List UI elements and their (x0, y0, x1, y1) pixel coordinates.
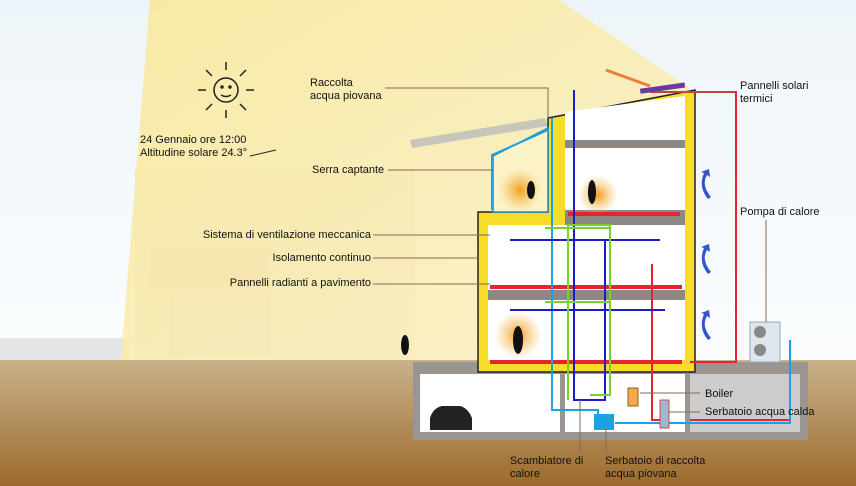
label-rainwater: Raccolta acqua piovana (310, 77, 382, 103)
label-line: Raccolta (310, 77, 353, 89)
label-line: acqua piovana (605, 468, 677, 480)
label-line: calore (510, 468, 540, 480)
label-leaders (373, 87, 767, 452)
date-text: 24 Gennaio ore 12:00 (140, 134, 247, 146)
label-solar-panels: Pannelli solari termici (740, 80, 808, 106)
boiler (627, 387, 639, 407)
label-line: acqua piovana (310, 90, 382, 102)
rain-tank (594, 414, 614, 430)
label-greenhouse: Serra captante (312, 164, 385, 176)
people-silhouettes (401, 180, 596, 355)
label-heat-pump: Pompa di calore (740, 206, 820, 218)
label-ventilation: Sistema di ventilazione meccanica (202, 229, 371, 241)
label-line: termici (740, 93, 773, 105)
label-insulation: Isolamento continuo (272, 252, 371, 264)
car-icon (430, 406, 472, 430)
sun-icon (198, 62, 254, 118)
label-heat-exchanger: Scambiatore di calore (510, 455, 583, 481)
radiant-floor-panels (490, 212, 682, 364)
sun-ray-arrow (605, 68, 651, 88)
label-boiler: Boiler (705, 388, 734, 400)
heat-pump (749, 321, 781, 363)
label-line: Serbatoio di raccolta (605, 455, 706, 467)
altitude-leader (249, 149, 277, 157)
label-radiant-floor: Pannelli radianti a pavimento (229, 277, 371, 289)
label-hot-water-tank: Serbatoio acqua calda (705, 406, 815, 418)
solar-panel (639, 82, 686, 94)
air-flow-arrows (701, 169, 711, 340)
date-caption: 24 Gennaio ore 12:00 Altitudine solare 2… (140, 134, 247, 160)
label-line: Pannelli solari (740, 80, 809, 92)
hot-water-tank (659, 399, 670, 429)
label-rain-tank: Serbatoio di raccolta acqua piovana (605, 455, 705, 481)
label-line: Scambiatore di (510, 455, 584, 467)
solar-altitude-text: Altitudine solare 24.3° (140, 147, 248, 159)
